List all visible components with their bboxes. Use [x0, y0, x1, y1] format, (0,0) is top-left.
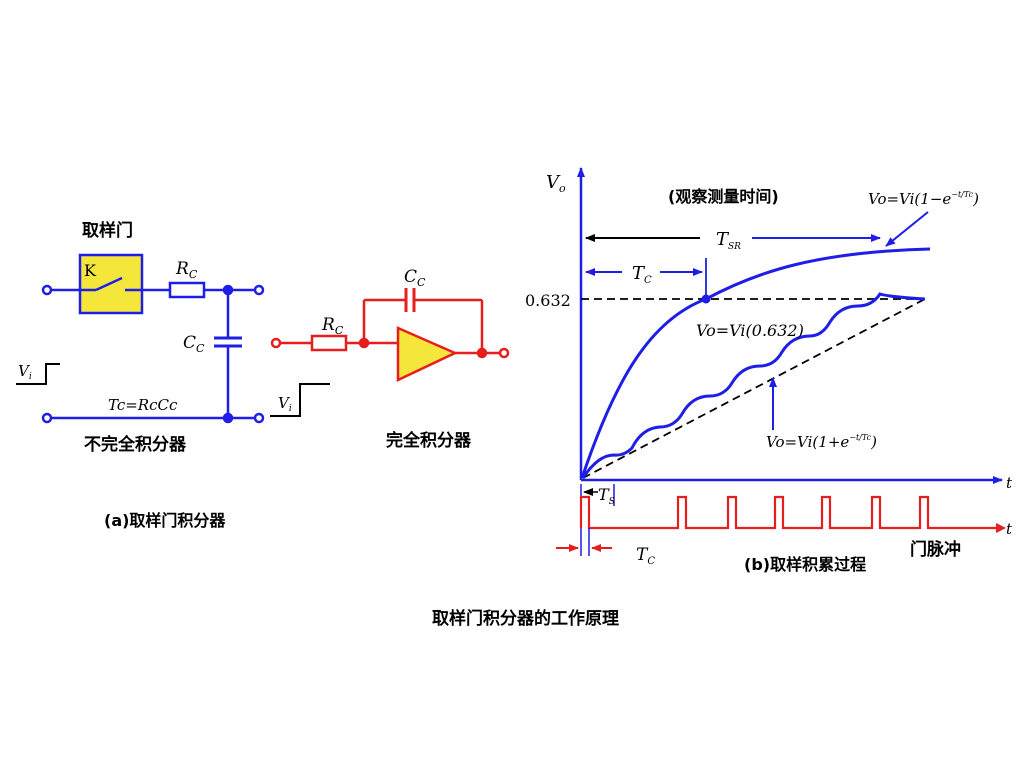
figure-title: 取样门积分器的工作原理	[432, 608, 619, 629]
opamp-resistor	[310, 334, 348, 352]
opamp-output-terminal	[498, 347, 510, 359]
eq-low: Vo=Vi(1+e−t/Tc)	[766, 433, 877, 451]
x-axis-label: t	[1006, 474, 1013, 492]
level-0632-label: 0.632	[525, 291, 571, 310]
gate-pulse-train	[579, 495, 996, 530]
pulse-period-label: TC	[636, 545, 655, 567]
complete-integrator	[270, 288, 510, 382]
input-terminal-top	[41, 284, 53, 296]
svg-text:Vi: Vi	[18, 362, 32, 382]
opamp-triangle	[396, 326, 459, 382]
gate-label: 取样门	[82, 220, 133, 241]
pulse-axis-label: t	[1006, 520, 1013, 538]
capacitor-label: CC	[183, 333, 205, 355]
input-terminal-bottom	[41, 412, 53, 424]
opamp-input-terminal	[270, 337, 282, 349]
resistor-rc	[168, 281, 206, 299]
svg-text:Vi: Vi	[278, 394, 292, 414]
caption-a: (a)取样门积分器	[104, 511, 226, 530]
incomplete-integrator	[41, 253, 265, 424]
eq-mid: Vo=Vi(0.632)	[696, 321, 804, 340]
switch-blade	[95, 276, 123, 292]
resistor-label: RC	[175, 259, 198, 281]
eq-top-pointer	[885, 211, 929, 247]
tc-formula: Tc=RcCc	[108, 396, 178, 414]
pulse-axis-arrowhead	[996, 523, 1006, 533]
ts-label: TS	[598, 485, 615, 507]
gate-pulse-label: 门脉冲	[910, 539, 961, 560]
switch-label: K	[84, 261, 97, 280]
complete-integrator-label: 完全积分器	[386, 430, 472, 451]
opamp-resistor-label: RC	[321, 315, 344, 337]
y-axis-label: Vo	[546, 172, 566, 195]
eq-top: Vo=Vi(1−e−t/Tc)	[868, 190, 979, 208]
output-step-symbol: Vi	[270, 383, 330, 417]
caption-b: (b)取样积累过程	[744, 555, 866, 574]
incomplete-integrator-label: 不完全积分器	[84, 434, 187, 455]
tsr-label: TSR	[716, 229, 741, 252]
opamp-cap-label: CC	[404, 267, 426, 289]
tc-point	[701, 294, 711, 304]
output-terminal-bottom	[253, 412, 265, 424]
window-label: (观察测量时间)	[668, 187, 779, 206]
accumulation-curve	[581, 292, 926, 479]
input-step-symbol: Vi	[16, 362, 60, 385]
tc-label: TC	[632, 263, 652, 286]
output-terminal-top	[253, 284, 265, 296]
